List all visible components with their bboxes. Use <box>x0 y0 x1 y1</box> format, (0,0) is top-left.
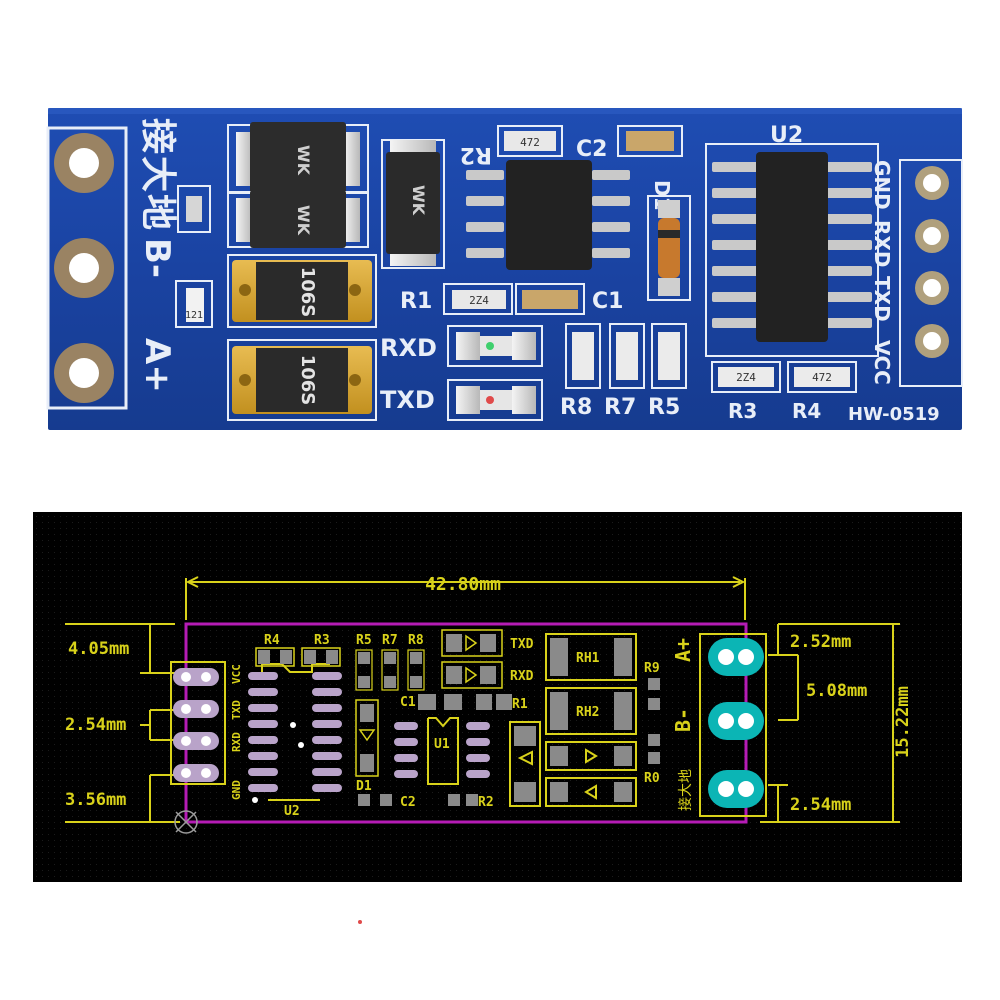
layout-pin-gnd: GND <box>230 780 243 800</box>
pin-vcc-label: VCC <box>870 340 894 385</box>
terminal-footprint-right <box>699 633 767 817</box>
terminal-holes-left <box>46 126 128 410</box>
dim-left-top: 4.05mm <box>68 639 129 659</box>
diode-d1: D1 <box>647 180 691 301</box>
r3-code: 2Z4 <box>736 371 756 384</box>
silk-r3: R3 <box>728 399 757 423</box>
silk-r2: R2 <box>460 142 492 167</box>
silk-model: HW-0519 <box>848 404 940 425</box>
r1-code: 2Z4 <box>469 294 489 307</box>
r2-code: 472 <box>520 136 540 149</box>
b-minus-label: B- <box>137 238 177 278</box>
svg-text:121: 121 <box>185 310 203 321</box>
layout-r8: R8 <box>408 633 424 648</box>
layout-r0: R0 <box>644 771 660 786</box>
dim-overall-height: 15.22mm <box>893 686 913 758</box>
a-plus-label: A+ <box>137 338 177 393</box>
ptc-fuses: 106S 106S <box>227 254 377 421</box>
ptc-marking: 106S <box>297 267 318 318</box>
pin-header-right: GND RXD TXD VCC <box>870 159 963 387</box>
u2-footprint: U2 <box>248 663 342 819</box>
dim-left-bottom: 3.56mm <box>65 790 126 810</box>
layout-r5: R5 <box>356 633 372 648</box>
left-terminal-labels: 接大地 B- A+ <box>137 118 178 393</box>
u1-footprint: U1 <box>394 717 490 785</box>
layout-pin-rxd: RXD <box>230 732 243 752</box>
layout-rxd: RXD <box>510 669 534 684</box>
layout-pin-txd: TXD <box>230 700 243 720</box>
silk-r8: R8 <box>560 395 592 420</box>
ground-label-zh: 接大地 <box>137 118 178 232</box>
layout-r3: R3 <box>314 633 330 648</box>
layout-r4: R4 <box>264 633 280 648</box>
dim-right-pitch: 5.08mm <box>806 681 867 701</box>
svg-text:WK: WK <box>294 205 313 236</box>
ic-u2: U2 <box>705 123 879 357</box>
layout-c1: C1 <box>400 695 416 710</box>
dim-left-pitch: 2.54mm <box>65 715 126 735</box>
layout-u1: U1 <box>434 737 450 752</box>
silk-c1: C1 <box>592 289 623 314</box>
dim-right-bottom: 2.54mm <box>790 795 851 815</box>
layout-c2: C2 <box>400 795 416 810</box>
ic-u1 <box>466 160 630 270</box>
layout-ground-zh: 接大地 <box>677 769 694 811</box>
dim-right-top: 2.52mm <box>790 632 851 652</box>
layout-b-minus: B- <box>671 708 695 732</box>
silk-r4: R4 <box>792 399 821 423</box>
dim-overall-width: 42.80mm <box>425 574 501 595</box>
layout-pin-vcc: VCC <box>230 664 243 684</box>
pin-gnd-label: GND <box>870 160 894 210</box>
layout-txd: TXD <box>510 637 534 652</box>
silk-r5: R5 <box>648 395 680 420</box>
layout-u2: U2 <box>284 804 300 819</box>
layout-r2: R2 <box>478 795 494 810</box>
layout-r1: R1 <box>512 697 528 712</box>
layout-d1: D1 <box>356 779 372 794</box>
silk-r7: R7 <box>604 395 636 420</box>
led-indicators: RXD TXD <box>380 325 543 421</box>
silk-rxd: RXD <box>380 334 437 362</box>
pin-rxd-label: RXD <box>870 220 894 267</box>
silk-r1: R1 <box>400 289 432 314</box>
svg-text:106S: 106S <box>297 355 318 406</box>
silk-c2: C2 <box>576 137 607 162</box>
header-footprint-left <box>170 661 226 785</box>
layout-r9: R9 <box>644 661 660 676</box>
origin-marker <box>174 810 198 834</box>
silk-txd: TXD <box>380 386 435 414</box>
layout-rh2: RH2 <box>576 705 599 720</box>
layout-rh1: RH1 <box>576 651 600 666</box>
layout-r7: R7 <box>382 633 398 648</box>
pin-txd-label: TXD <box>870 276 894 322</box>
r4-code: 472 <box>812 371 832 384</box>
svg-text:WK: WK <box>409 185 428 216</box>
tvs-marking: WK <box>294 145 313 176</box>
dimension-lines <box>65 576 900 823</box>
layout-a-plus: A+ <box>671 638 695 662</box>
tvs-diodes: WK WK WK <box>227 122 445 269</box>
